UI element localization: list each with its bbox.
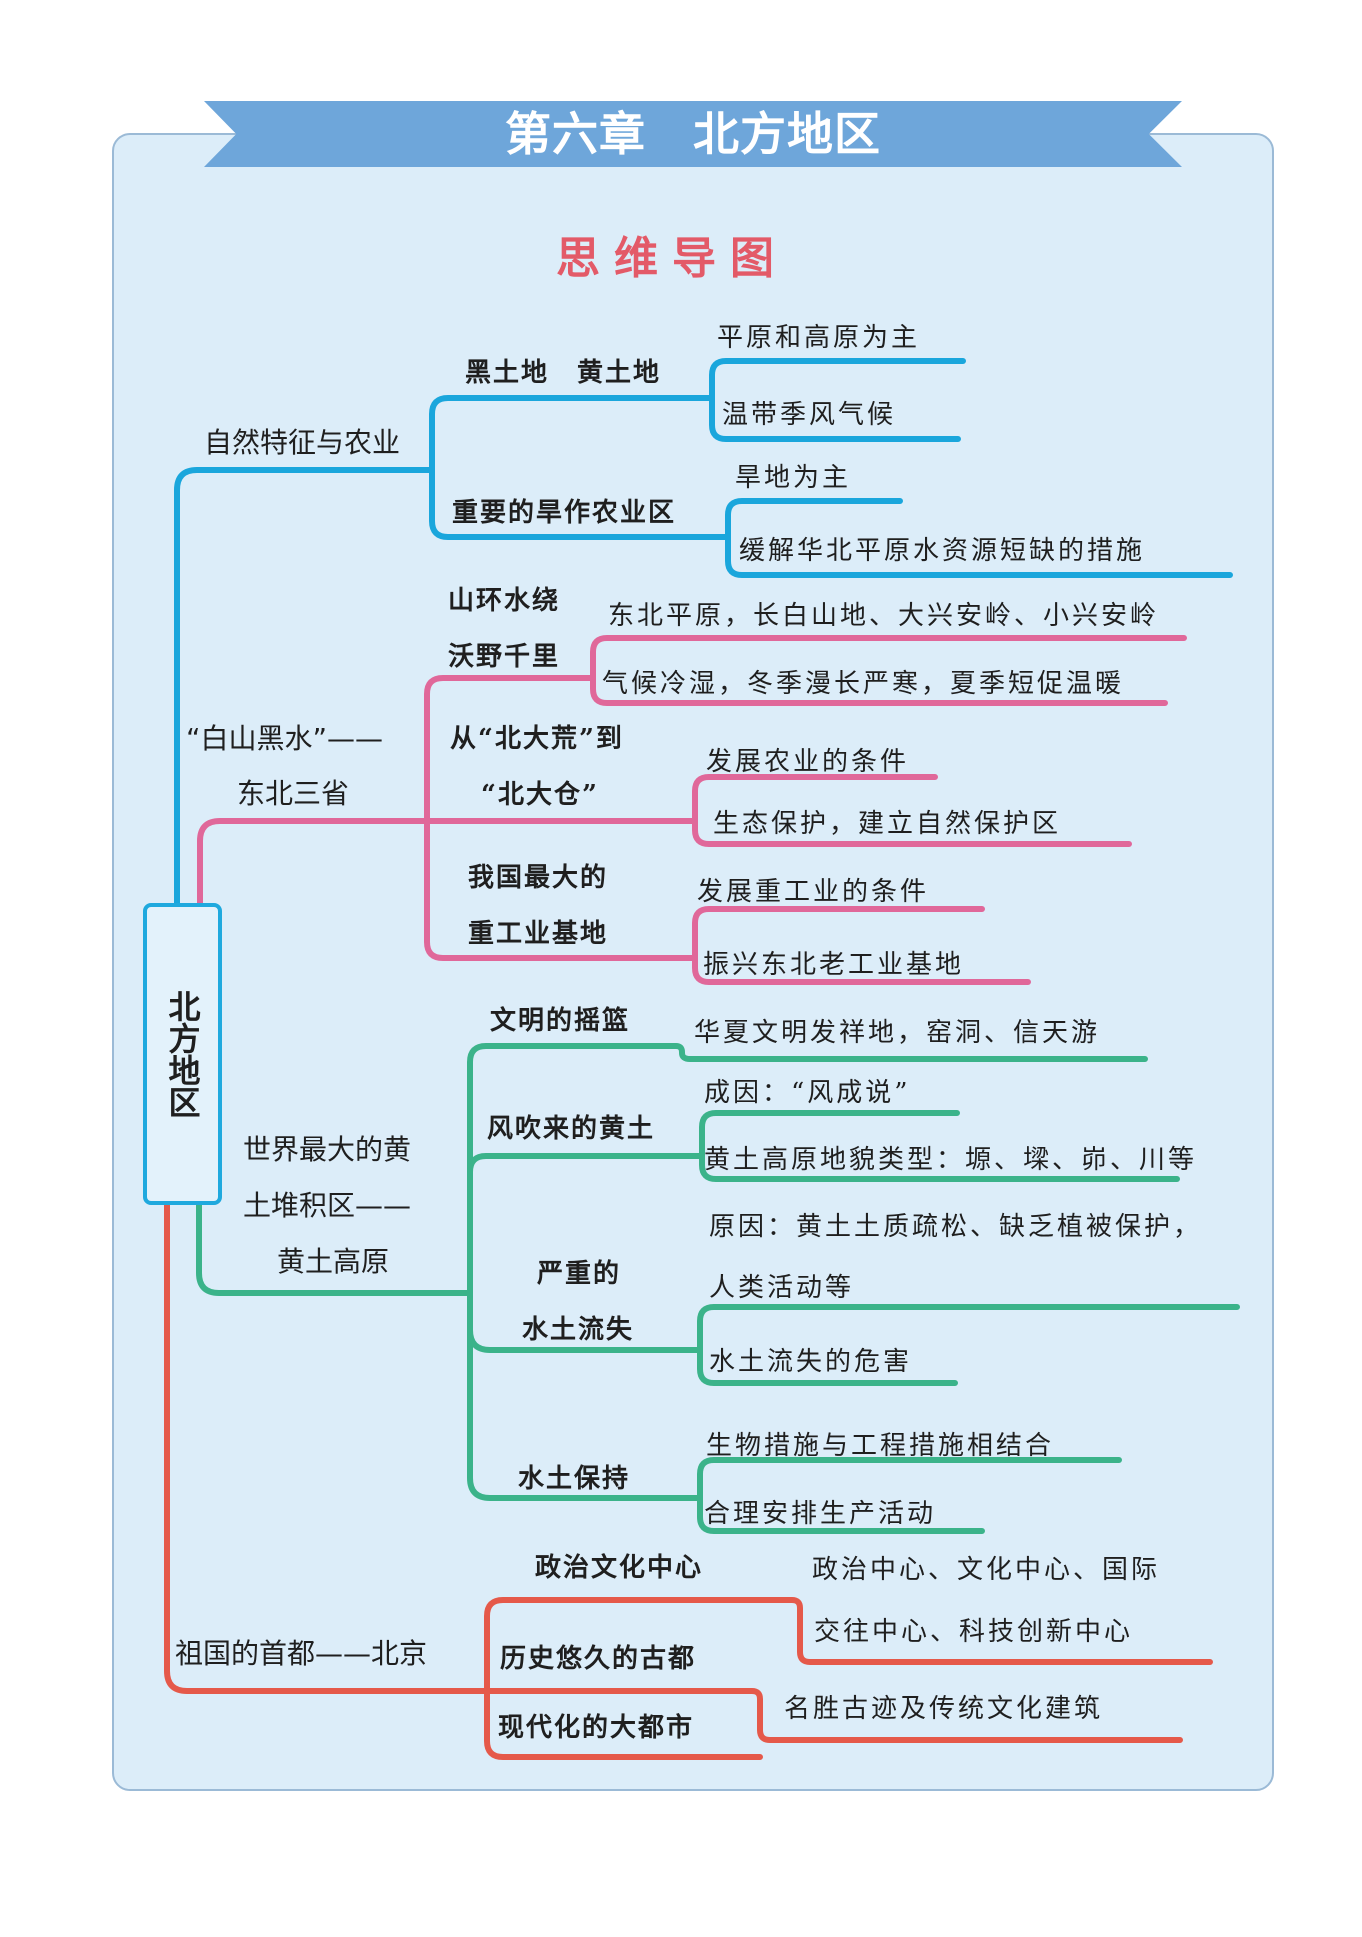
node-conservation[interactable]: 水土保持 (518, 1464, 631, 1494)
connector-loess-sub (467, 1043, 1148, 1296)
connector-leaf-bracket-1 (709, 358, 966, 442)
branch-loess-label-1[interactable]: 世界最大的黄 (243, 1133, 412, 1166)
connector-leaf-bracket-5 (692, 906, 1031, 985)
node-granary-2[interactable]: “北大仓” (481, 780, 599, 810)
leaf-production: 合理安排生产活动 (704, 1499, 937, 1529)
node-mountains-rivers-2[interactable]: 沃野千里 (448, 642, 561, 672)
connector-leaf-bracket-4 (692, 774, 1132, 847)
connector-beijing-modern (484, 1688, 763, 1760)
node-heavy-industry-2[interactable]: 重工业基地 (468, 919, 609, 949)
node-erosion-1[interactable]: 严重的 (537, 1259, 622, 1289)
branch-natural-label[interactable]: 自然特征与农业 (204, 426, 401, 459)
connector-root-loess (196, 1202, 473, 1296)
root-label: 北方地区 (163, 990, 202, 1118)
leaf-landforms: 黄土高原地貌类型：塬、墚、峁、川等 (704, 1145, 1198, 1175)
connector-loess-wind (467, 1153, 705, 1296)
branch-northeast-label-1[interactable]: “白山黑水”—— (186, 722, 384, 755)
connector-beijing-sub (484, 1597, 1213, 1694)
node-heavy-industry-1[interactable]: 我国最大的 (468, 863, 609, 893)
leaf-northeast-terrain: 东北平原，长白山地、大兴安岭、小兴安岭 (608, 601, 1160, 631)
node-dry-farming[interactable]: 重要的旱作农业区 (452, 498, 677, 528)
leaf-heritage: 名胜古迹及传统文化建筑 (784, 1694, 1104, 1724)
branch-loess-label-3[interactable]: 黄土高原 (277, 1245, 390, 1278)
leaf-revitalize-industry: 振兴东北老工业基地 (703, 950, 965, 980)
leaf-erosion-cause-2: 人类活动等 (709, 1273, 855, 1303)
connector-leaf-bracket-2 (725, 498, 1233, 578)
leaf-monsoon-climate: 温带季风气候 (722, 400, 897, 430)
leaf-centers-2: 交往中心、科技创新中心 (814, 1617, 1134, 1647)
branch-northeast-label-2[interactable]: 东北三省 (237, 777, 350, 810)
leaf-industry-conditions: 发展重工业的条件 (697, 877, 930, 907)
leaf-eco-protection: 生态保护，建立自然保护区 (713, 809, 1062, 839)
mindmap-subtitle: 思维导图 (556, 233, 788, 284)
connector-leaf-bracket-6 (699, 1110, 1180, 1182)
leaf-erosion-harm: 水土流失的危害 (709, 1347, 913, 1377)
branch-beijing-connectors (164, 1202, 1213, 1760)
node-ancient-capital[interactable]: 历史悠久的古都 (500, 1644, 697, 1674)
leaf-wind-origin: 成因：“风成说” (704, 1078, 911, 1108)
connector-leaf-bracket-7 (697, 1304, 1240, 1386)
connector-leaf-bracket-8 (697, 1457, 1122, 1534)
leaf-northeast-climate: 气候冷湿，冬季漫长严寒，夏季短促温暖 (602, 669, 1125, 699)
leaf-water-shortage: 缓解华北平原水资源短缺的措施 (739, 536, 1146, 566)
connector-northeast-sub (424, 675, 698, 961)
connector-root-northeast (197, 818, 698, 906)
leaf-centers-1: 政治中心、文化中心、国际 (812, 1555, 1161, 1585)
node-political-center[interactable]: 政治文化中心 (535, 1553, 704, 1583)
leaf-measures: 生物措施与工程措施相结合 (706, 1431, 1055, 1461)
branch-natural-connectors (174, 358, 1233, 906)
node-modern-metropolis[interactable]: 现代化的大都市 (498, 1713, 695, 1743)
branch-loess-label-2[interactable]: 土堆积区—— (243, 1189, 412, 1222)
root-node[interactable]: 北方地区 (143, 903, 222, 1205)
branch-beijing-label[interactable]: 祖国的首都——北京 (175, 1637, 428, 1670)
chapter-title: 第六章 北方地区 (505, 107, 881, 161)
node-wind-blown-loess[interactable]: 风吹来的黄土 (487, 1114, 656, 1144)
title-ribbon (204, 101, 1182, 167)
connector-loess-conservation (467, 1290, 703, 1501)
branch-loess-connectors (196, 1043, 1240, 1534)
leaf-plains-plateaus: 平原和高原为主 (717, 323, 921, 353)
node-black-yellow-soil[interactable]: 黑土地 黄土地 (465, 358, 662, 388)
connector-beijing-history (484, 1688, 1183, 1743)
node-civilization-cradle[interactable]: 文明的摇篮 (490, 1006, 631, 1036)
connector-root-beijing (164, 1202, 490, 1694)
node-mountains-rivers-1[interactable]: 山环水绕 (448, 586, 561, 616)
node-granary-1[interactable]: 从“北大荒”到 (450, 724, 624, 754)
leaf-dry-land: 旱地为主 (735, 463, 852, 493)
connector-leaf-bracket-3 (590, 635, 1187, 706)
leaf-civilization: 华夏文明发祥地，窑洞、信天游 (694, 1018, 1101, 1048)
leaf-agri-conditions: 发展农业的条件 (706, 747, 910, 777)
connector-natural-sub (429, 395, 731, 540)
branch-northeast-connectors (197, 635, 1187, 985)
node-erosion-2[interactable]: 水土流失 (522, 1315, 635, 1345)
leaf-erosion-cause-1: 原因：黄土土质疏松、缺乏植被保护， (709, 1212, 1203, 1242)
connector-root-natural (174, 467, 435, 906)
